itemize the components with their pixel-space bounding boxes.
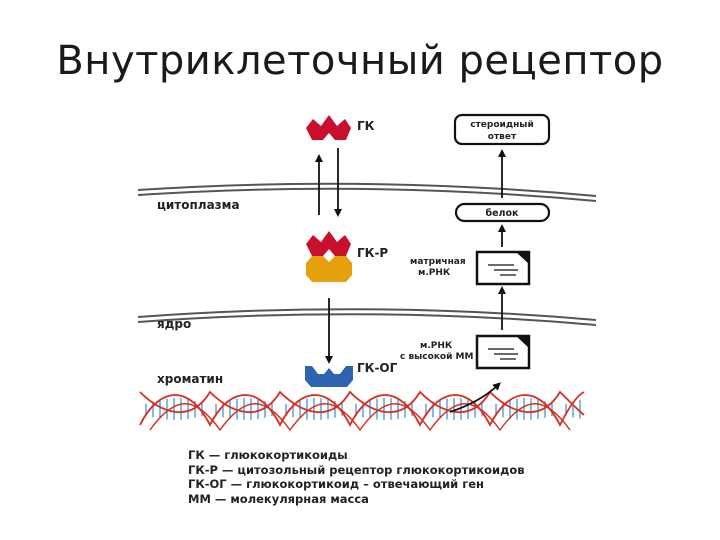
page-title: Внутриклеточный рецептор	[56, 38, 664, 84]
mrna-hmw-label-line2: с высокой ММ	[400, 352, 474, 362]
arrow-transcription	[449, 382, 501, 413]
legend-item-gk-r: ГК-Р — цитозольный рецептор глюкокортико…	[188, 462, 525, 477]
gk-r-complex-icon	[306, 231, 352, 282]
cell-membrane	[137, 182, 597, 202]
steroid-response-line2: ответ	[488, 132, 517, 142]
legend-item-gk-og: ГК-ОГ — глюкокортикоид – отвечающий ген	[188, 477, 484, 491]
mrna-matrix-icon	[475, 250, 531, 286]
protein-box	[454, 202, 551, 223]
gk-og-gene-icon	[305, 366, 353, 387]
dna-helix	[139, 390, 585, 432]
legend: ГК — глюкокортикоиды ГК-Р — цитозольный …	[188, 448, 525, 506]
legend-item-mm: ММ — молекулярная масса	[188, 491, 369, 506]
mrna-matrix-label-line1: матричная	[410, 257, 466, 267]
receptor-diagram: цитоплазма ядро хроматин ГК ГК-Р ГК-ОГ м…	[137, 113, 597, 432]
mrna-matrix-label-line2: м.РНК	[418, 268, 451, 278]
legend-item-gk: ГК — глюкокортикоиды	[188, 448, 348, 462]
gk-label: ГК	[357, 119, 375, 133]
gk-og-label: ГК-ОГ	[357, 361, 398, 375]
protein-label: белок	[485, 208, 519, 219]
steroid-response-line1: стероидный	[470, 120, 534, 130]
mrna-high-mw-icon	[475, 334, 531, 370]
gk-r-label: ГК-Р	[357, 246, 388, 260]
nucleus-label: ядро	[157, 317, 191, 331]
chromatin-label: хроматин	[157, 372, 223, 386]
cytoplasm-label: цитоплазма	[157, 198, 240, 212]
mrna-hmw-label-line1: м.РНК	[420, 341, 453, 351]
gk-hormone-icon	[306, 115, 351, 140]
steroid-response-box	[453, 113, 551, 146]
nuclear-membrane	[137, 308, 597, 326]
